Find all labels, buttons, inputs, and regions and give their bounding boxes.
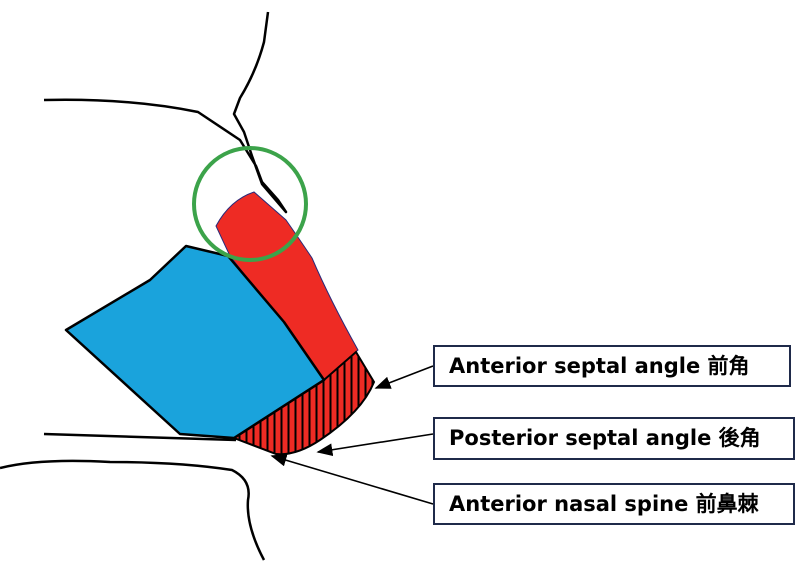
posterior-septal-angle-label: Posterior septal angle 後角 bbox=[433, 417, 795, 460]
palate-baseline bbox=[43, 432, 237, 442]
posterior-septal-angle-arrow bbox=[316, 433, 434, 457]
anterior-septal-angle-arrow bbox=[374, 365, 434, 389]
anterior-septal-angle-label: Anterior septal angle 前角 bbox=[433, 345, 791, 387]
lip-profile-outline bbox=[0, 459, 266, 561]
highlight-circle bbox=[192, 146, 308, 262]
anterior-nasal-spine-arrow bbox=[270, 453, 434, 505]
anterior-nasal-spine-label: Anterior nasal spine 前鼻棘 bbox=[433, 483, 795, 525]
septal-cartilage-shape bbox=[215, 191, 359, 383]
lateral-cartilage-shape bbox=[64, 244, 326, 440]
septal-angle-hatch-region bbox=[231, 350, 376, 456]
nose-profile-outline bbox=[43, 11, 288, 214]
